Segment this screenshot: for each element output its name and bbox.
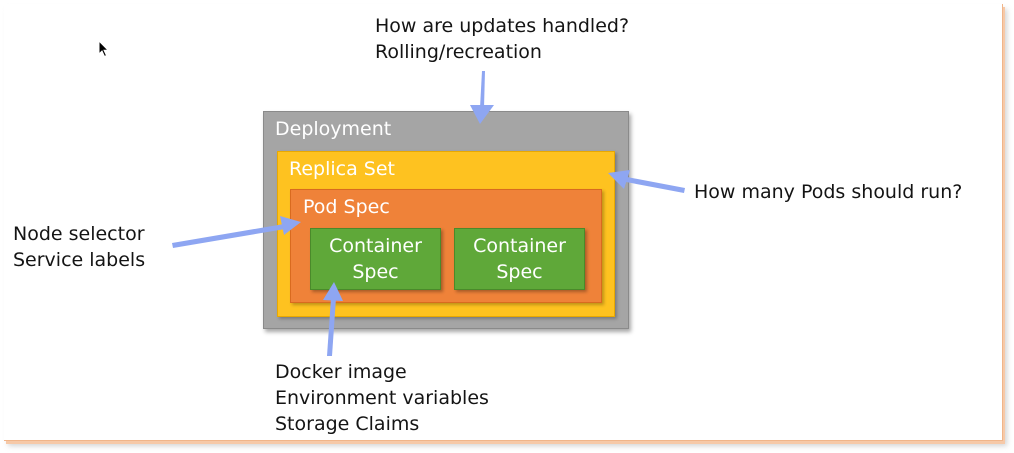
node-selector-note: Node selector — [13, 223, 145, 245]
container-spec-box-2: Container Spec — [454, 228, 585, 290]
replica-set-label: Replica Set — [289, 158, 395, 180]
service-labels-note: Service labels — [13, 249, 146, 271]
container-spec-label-1: Container Spec — [329, 235, 422, 283]
deployment-label: Deployment — [275, 118, 392, 140]
updates-question-line-2: Rolling/recreation — [375, 41, 542, 63]
environment-variables-note: Environment variables — [275, 387, 489, 409]
arrow-to-container-spec — [323, 282, 343, 356]
pods-count-question: How many Pods should run? — [694, 181, 963, 203]
updates-question: How are updates handled? Rolling/recreat… — [375, 13, 629, 65]
mouse-cursor-icon — [98, 39, 110, 62]
container-spec-label-2: Container Spec — [473, 235, 566, 283]
arrow-to-deployment — [470, 71, 494, 124]
arrow-to-replica-set — [608, 170, 685, 193]
arrow-to-pod-spec — [172, 216, 301, 248]
docker-image-note: Docker image — [275, 361, 407, 383]
storage-claims-note: Storage Claims — [275, 413, 420, 435]
updates-question-line-1: How are updates handled? — [375, 15, 630, 37]
container-spec-box-1: Container Spec — [310, 228, 441, 290]
pod-spec-label: Pod Spec — [303, 196, 390, 218]
container-spec-notes: Docker image Environment variables Stora… — [275, 359, 489, 437]
pod-spec-notes: Node selector Service labels — [13, 221, 145, 273]
